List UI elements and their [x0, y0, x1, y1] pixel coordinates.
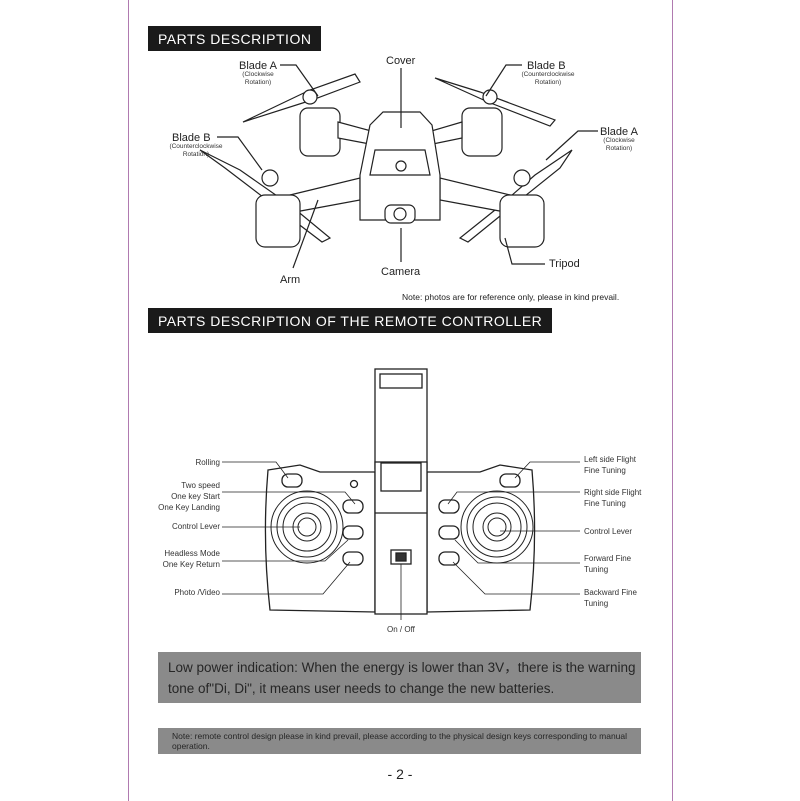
page-border	[128, 0, 673, 801]
label-headless-mode: Headless Mode One Key Return	[162, 549, 220, 569]
label-camera: Camera	[381, 266, 421, 278]
low-power-warning: Low power indication: When the energy is…	[158, 652, 641, 703]
label-blade-b-top: Blade B	[527, 60, 566, 72]
label-left-fine-tuning: Left side Flight Fine Tuning	[584, 455, 637, 475]
label-forward-fine-tuning: Forward Fine Tuning	[584, 554, 632, 574]
label-blade-b-left-sub: (Counterclockwise Rotation)	[169, 143, 223, 158]
label-blade-a-top-sub: (Clockwise Rotation)	[242, 71, 274, 86]
label-control-lever-right: Control Lever	[584, 527, 633, 536]
page-number: - 2 -	[387, 766, 413, 782]
label-rolling: Rolling	[195, 458, 220, 467]
label-blade-b-top-sub: (Counterclockwise Rotation)	[521, 71, 575, 86]
label-on-off: On / Off	[387, 625, 415, 634]
section-title-parts: PARTS DESCRIPTION	[148, 26, 322, 51]
label-control-lever-left: Control Lever	[171, 522, 220, 531]
photo-note: Note: photos are for reference only, ple…	[402, 292, 620, 302]
label-blade-a-right-sub: (Clockwise Rotation)	[603, 137, 635, 152]
label-backward-fine-tuning: Backward Fine Tuning	[584, 588, 637, 608]
label-blade-a-right: Blade A	[600, 126, 638, 138]
label-photo-video: Photo /Video	[174, 588, 220, 597]
remote-design-note: Note: remote control design please in ki…	[158, 728, 641, 754]
label-blade-b-left: Blade B	[172, 132, 211, 144]
label-two-speed: Two speed One key Start One Key Landing	[158, 481, 220, 512]
label-cover: Cover	[386, 55, 416, 67]
section-title-remote: PARTS DESCRIPTION OF THE REMOTE CONTROLL…	[148, 308, 553, 333]
label-arm: Arm	[280, 274, 301, 286]
label-right-fine-tuning: Right side Flight Fine Tuning	[584, 488, 642, 508]
label-tripod: Tripod	[549, 258, 580, 270]
label-blade-a-top: Blade A	[239, 60, 277, 72]
